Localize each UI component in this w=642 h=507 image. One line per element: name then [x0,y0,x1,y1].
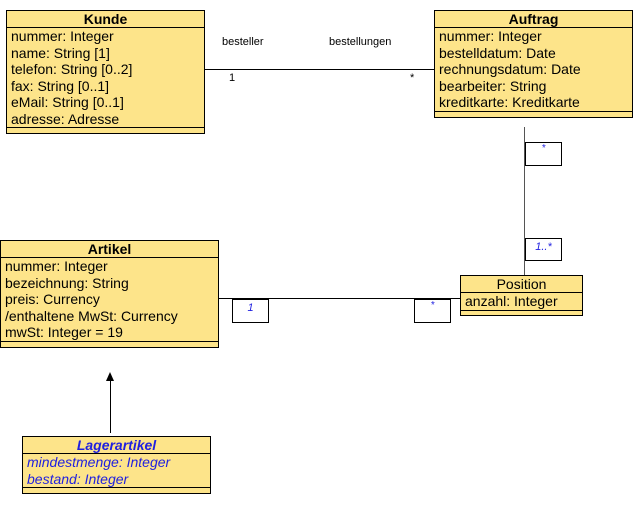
class-operations [1,342,218,347]
role-label-besteller: besteller [222,36,264,48]
attribute: mindestmenge: Integer [27,454,171,470]
attribute: nummer: Integer [439,28,542,44]
generalization-arrow-head-icon [106,372,114,381]
attribute: anzahl: Integer [465,293,558,309]
attribute: bezeichnung: String [5,274,129,291]
class-title: Kunde [7,11,204,28]
class-attributes: nummer: Integer bezeichnung: String prei… [1,258,218,342]
attribute: nummer: Integer [11,28,114,44]
class-operations [461,311,582,315]
multiplicity-box-auftrag-side: * [525,142,562,166]
class-title: Auftrag [435,11,632,28]
association-line-kunde-auftrag [205,69,434,70]
class-operations [23,488,210,493]
class-attributes: mindestmenge: Integer bestand: Integer [23,454,210,488]
role-label-bestellungen: bestellungen [329,36,392,48]
attribute: preis: Currency [5,291,100,307]
attribute: bearbeiter: String [439,77,547,94]
attribute: telefon: String [0..2] [11,61,133,77]
class-operations [7,128,204,133]
association-line-artikel-position [219,298,460,299]
attribute: nummer: Integer [5,258,108,274]
multiplicity-auftrag: * [410,72,415,84]
class-title: Lagerartikel [23,437,210,454]
generalization-line [110,380,111,433]
class-auftrag[interactable]: Auftrag nummer: Integer bestelldatum: Da… [434,10,633,118]
attribute: name: String [1] [11,44,110,61]
attribute: /enthaltene MwSt: Currency [5,307,178,324]
attribute: fax: String [0..1] [11,77,110,94]
class-lagerartikel[interactable]: Lagerartikel mindestmenge: Integer besta… [22,436,211,494]
class-artikel[interactable]: Artikel nummer: Integer bezeichnung: Str… [0,240,219,348]
class-attributes: anzahl: Integer [461,293,582,311]
multiplicity-kunde: 1 [229,72,236,84]
class-attributes: nummer: Integer name: String [1] telefon… [7,28,204,128]
multiplicity-box-position-side: 1..* [525,238,562,261]
attribute: rechnungsdatum: Date [439,61,581,77]
class-title: Position [461,276,582,293]
attribute: bestand: Integer [27,470,129,487]
attribute: adresse: Adresse [11,110,120,127]
class-title: Artikel [1,241,218,258]
class-attributes: nummer: Integer bestelldatum: Date rechn… [435,28,632,112]
class-kunde[interactable]: Kunde nummer: Integer name: String [1] t… [6,10,205,134]
attribute: kreditkarte: Kreditkarte [439,94,580,110]
attribute: mwSt: Integer = 19 [5,324,123,340]
class-operations [435,112,632,117]
association-line-auftrag-position [524,127,525,275]
multiplicity-box-position-side-left: * [414,299,451,323]
multiplicity-box-artikel-side: 1 [232,299,269,323]
class-position[interactable]: Position anzahl: Integer [460,275,583,316]
attribute: bestelldatum: Date [439,44,556,61]
attribute: eMail: String [0..1] [11,94,124,110]
